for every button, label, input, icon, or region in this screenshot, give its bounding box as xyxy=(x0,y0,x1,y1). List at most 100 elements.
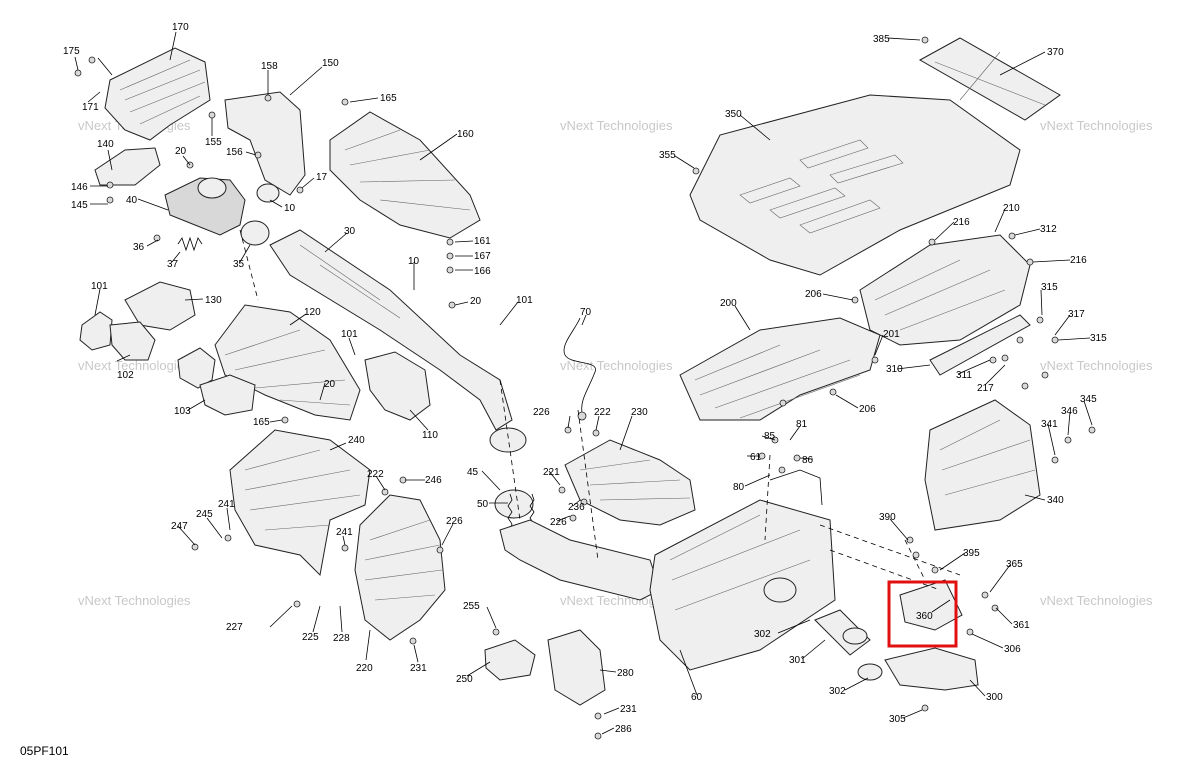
callout-label[interactable]: 280 xyxy=(617,668,634,679)
callout-label[interactable]: 315 xyxy=(1090,333,1107,344)
callout-label[interactable]: 45 xyxy=(467,467,479,478)
callout-label[interactable]: 101 xyxy=(341,329,358,340)
callout-label[interactable]: 236 xyxy=(568,502,585,513)
callout-label[interactable]: 286 xyxy=(615,724,632,735)
callout-label[interactable]: 310 xyxy=(886,364,903,375)
callout-label[interactable]: 103 xyxy=(174,406,191,417)
callout-label[interactable]: 210 xyxy=(1003,203,1020,214)
callout-label[interactable]: 340 xyxy=(1047,495,1064,506)
callout-label[interactable]: 145 xyxy=(71,200,88,211)
callout-label[interactable]: 226 xyxy=(550,517,567,528)
callout-label[interactable]: 160 xyxy=(457,129,474,140)
callout-label[interactable]: 241 xyxy=(336,527,353,538)
callout-label[interactable]: 222 xyxy=(594,407,611,418)
callout-label[interactable]: 227 xyxy=(226,622,243,633)
callout-label[interactable]: 300 xyxy=(986,692,1003,703)
callout-label[interactable]: 390 xyxy=(879,512,896,523)
callout-label[interactable]: 156 xyxy=(226,147,243,158)
callout-label[interactable]: 231 xyxy=(620,704,637,715)
callout-label[interactable]: 225 xyxy=(302,632,319,643)
callout-label[interactable]: 317 xyxy=(1068,309,1085,320)
callout-label[interactable]: 361 xyxy=(1013,620,1030,631)
callout-label[interactable]: 246 xyxy=(425,475,442,486)
callout-label[interactable]: 158 xyxy=(261,61,278,72)
callout-label[interactable]: 85 xyxy=(764,431,776,442)
callout-label[interactable]: 140 xyxy=(97,139,114,150)
callout-label[interactable]: 305 xyxy=(889,714,906,725)
callout-label[interactable]: 30 xyxy=(344,226,356,237)
callout-label[interactable]: 395 xyxy=(963,548,980,559)
callout-label[interactable]: 170 xyxy=(172,22,189,33)
callout-label[interactable]: 165 xyxy=(380,93,397,104)
callout-label[interactable]: 120 xyxy=(304,307,321,318)
callout-label[interactable]: 175 xyxy=(63,46,80,57)
callout-label[interactable]: 161 xyxy=(474,236,491,247)
callout-label[interactable]: 301 xyxy=(789,655,806,666)
callout-label[interactable]: 226 xyxy=(446,516,463,527)
callout-label[interactable]: 165 xyxy=(253,417,270,428)
callout-label[interactable]: 255 xyxy=(463,601,480,612)
callout-label[interactable]: 315 xyxy=(1041,282,1058,293)
callout-label[interactable]: 311 xyxy=(956,370,972,381)
callout-label[interactable]: 250 xyxy=(456,674,473,685)
callout-label[interactable]: 20 xyxy=(324,379,336,390)
callout-label[interactable]: 346 xyxy=(1061,406,1078,417)
callout-label[interactable]: 171 xyxy=(82,102,99,113)
callout-label[interactable]: 365 xyxy=(1006,559,1023,570)
callout-label[interactable]: 70 xyxy=(580,307,592,318)
callout-label[interactable]: 81 xyxy=(796,419,808,430)
callout-label[interactable]: 110 xyxy=(422,430,438,441)
callout-label[interactable]: 37 xyxy=(167,259,179,270)
callout-label[interactable]: 40 xyxy=(126,195,138,206)
callout-label[interactable]: 302 xyxy=(829,686,846,697)
callout-label[interactable]: 35 xyxy=(233,259,245,270)
callout-label[interactable]: 80 xyxy=(733,482,745,493)
callout-label[interactable]: 60 xyxy=(691,692,703,703)
callout-label[interactable]: 385 xyxy=(873,34,890,45)
callout-label[interactable]: 241 xyxy=(218,499,235,510)
callout-label[interactable]: 216 xyxy=(1070,255,1087,266)
callout-label[interactable]: 360 xyxy=(916,611,933,622)
callout-label[interactable]: 150 xyxy=(322,58,339,69)
callout-label[interactable]: 206 xyxy=(859,404,876,415)
callout-label[interactable]: 10 xyxy=(284,203,296,214)
callout-label[interactable]: 17 xyxy=(316,172,328,183)
callout-label[interactable]: 312 xyxy=(1040,224,1057,235)
callout-label[interactable]: 20 xyxy=(175,146,187,157)
callout-label[interactable]: 306 xyxy=(1004,644,1021,655)
callout-label[interactable]: 101 xyxy=(516,295,533,306)
callout-label[interactable]: 221 xyxy=(543,467,560,478)
callout-label[interactable]: 130 xyxy=(205,295,222,306)
callout-label[interactable]: 245 xyxy=(196,509,213,520)
callout-label[interactable]: 10 xyxy=(408,256,420,267)
callout-label[interactable]: 155 xyxy=(205,137,222,148)
callout-label[interactable]: 217 xyxy=(977,383,994,394)
callout-label[interactable]: 20 xyxy=(470,296,482,307)
callout-label[interactable]: 240 xyxy=(348,435,365,446)
callout-label[interactable]: 220 xyxy=(356,663,373,674)
callout-label[interactable]: 231 xyxy=(410,663,427,674)
callout-label[interactable]: 345 xyxy=(1080,394,1097,405)
callout-label[interactable]: 228 xyxy=(333,633,350,644)
callout-label[interactable]: 226 xyxy=(533,407,550,418)
callout-label[interactable]: 216 xyxy=(953,217,970,228)
callout-label[interactable]: 166 xyxy=(474,266,491,277)
callout-label[interactable]: 222 xyxy=(367,469,384,480)
callout-label[interactable]: 167 xyxy=(474,251,491,262)
callout-label[interactable]: 355 xyxy=(659,150,676,161)
callout-label[interactable]: 86 xyxy=(802,455,814,466)
callout-label[interactable]: 247 xyxy=(171,521,188,532)
callout-label[interactable]: 201 xyxy=(883,329,900,340)
callout-label[interactable]: 101 xyxy=(91,281,108,292)
callout-label[interactable]: 102 xyxy=(117,370,134,381)
callout-label[interactable]: 370 xyxy=(1047,47,1064,58)
callout-label[interactable]: 350 xyxy=(725,109,742,120)
callout-label[interactable]: 230 xyxy=(631,407,648,418)
callout-label[interactable]: 50 xyxy=(477,499,489,510)
callout-label[interactable]: 341 xyxy=(1041,419,1058,430)
callout-label[interactable]: 61 xyxy=(750,452,762,463)
callout-label[interactable]: 36 xyxy=(133,242,145,253)
callout-label[interactable]: 206 xyxy=(805,289,822,300)
callout-label[interactable]: 302 xyxy=(754,629,771,640)
callout-label[interactable]: 200 xyxy=(720,298,737,309)
